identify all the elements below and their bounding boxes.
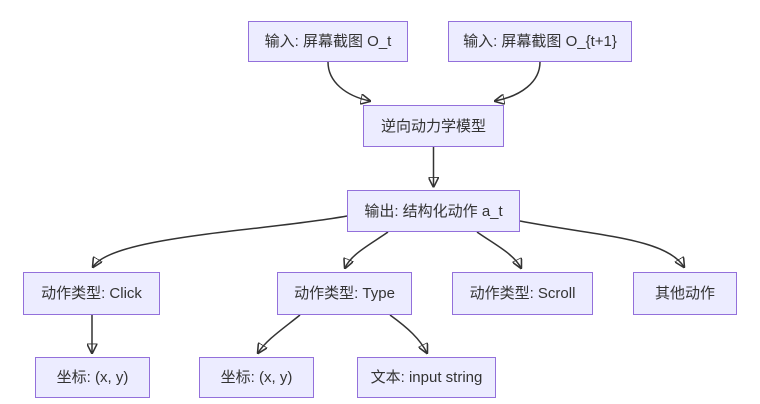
node-output-structured-action: 输出: 结构化动作 a_t — [347, 190, 520, 232]
node-label: 文本: input string — [370, 369, 483, 386]
edge-input-ot-to-model — [327, 61, 370, 101]
node-label: 坐标: (x, y) — [56, 369, 129, 386]
node-label: 输入: 屏幕截图 O_{t+1} — [463, 33, 617, 50]
node-action-type-click: 动作类型: Click — [23, 272, 160, 315]
node-action-type-scroll: 动作类型: Scroll — [452, 272, 593, 315]
node-label: 输入: 屏幕截图 O_t — [264, 33, 392, 50]
node-text-input-string: 文本: input string — [357, 357, 496, 398]
edge-output-to-type — [345, 231, 389, 268]
node-inverse-dynamics-model: 逆向动力学模型 — [363, 105, 504, 147]
edge-output-to-click — [93, 215, 348, 267]
node-label: 其他动作 — [654, 285, 715, 302]
edge-output-to-other — [519, 220, 684, 267]
edge-type-to-text — [389, 314, 427, 353]
node-action-type-type: 动作类型: Type — [277, 272, 412, 315]
node-label: 输出: 结构化动作 a_t — [364, 202, 503, 220]
node-label: 动作类型: Scroll — [469, 285, 576, 302]
node-type-coordinates: 坐标: (x, y) — [199, 357, 314, 398]
node-input-screenshot-ot1: 输入: 屏幕截图 O_{t+1} — [448, 21, 632, 62]
node-other-actions: 其他动作 — [633, 272, 737, 315]
node-input-screenshot-ot: 输入: 屏幕截图 O_t — [248, 21, 408, 62]
edge-input-ot1-to-model — [495, 61, 541, 101]
edge-type-to-coord — [258, 314, 301, 353]
node-label: 动作类型: Type — [294, 285, 395, 302]
node-label: 坐标: (x, y) — [220, 369, 293, 386]
node-click-coordinates: 坐标: (x, y) — [35, 357, 150, 398]
edge-output-to-scroll — [476, 231, 521, 268]
node-label: 逆向动力学模型 — [380, 117, 486, 135]
node-label: 动作类型: Click — [41, 285, 142, 302]
